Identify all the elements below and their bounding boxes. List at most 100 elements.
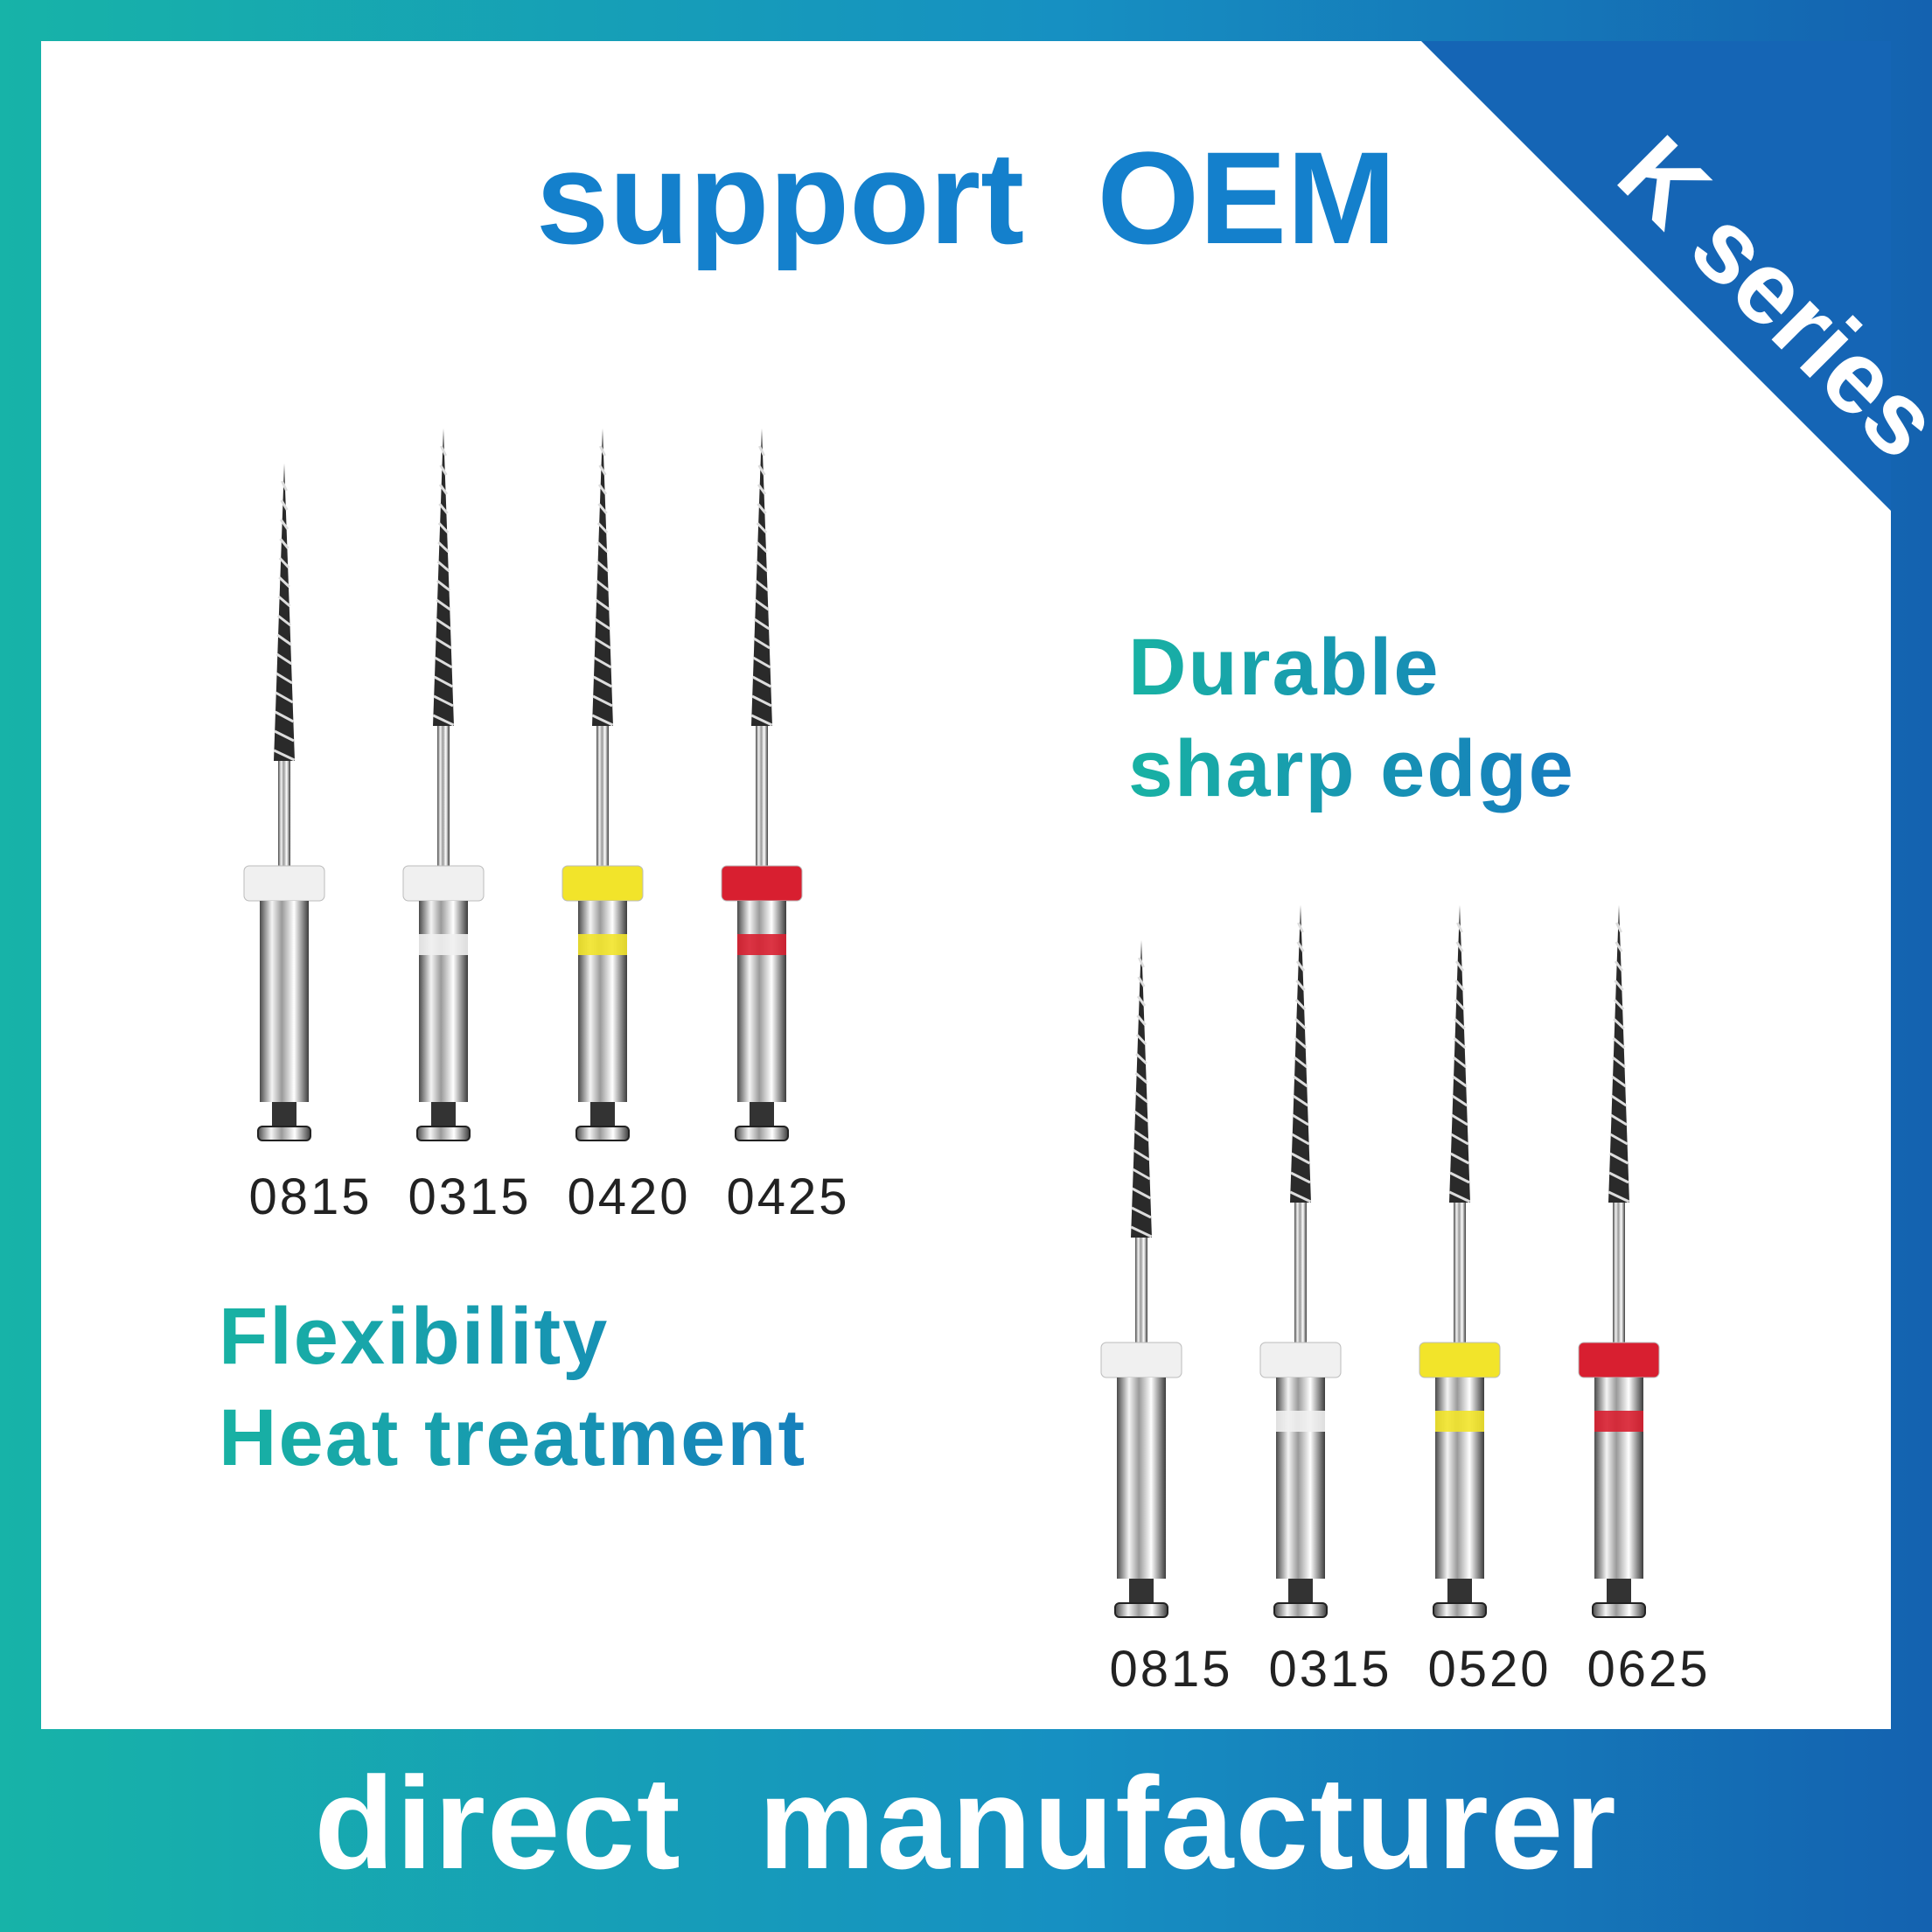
file-flute: [273, 749, 296, 762]
file-flute: [594, 637, 611, 650]
file-latch: [1607, 1579, 1631, 1603]
file-flute: [1608, 1171, 1629, 1184]
file-flute: [440, 445, 447, 457]
file-flute: [279, 538, 289, 549]
file-flute: [1295, 980, 1306, 991]
file-flute: [1608, 1152, 1629, 1165]
file-flute: [597, 503, 608, 514]
file-flute: [1297, 922, 1304, 933]
file-flute: [1289, 1190, 1312, 1203]
file-flute: [1295, 960, 1306, 972]
endo-file: [243, 464, 325, 1141]
file-flute: [435, 617, 452, 631]
endo-file: [402, 429, 485, 1141]
file-handle: [737, 901, 786, 1102]
file-flute: [1613, 998, 1625, 1011]
model-label: 0815: [248, 1168, 373, 1225]
color-ring: [243, 865, 325, 902]
file-flute: [1609, 1133, 1629, 1146]
file-flute: [1453, 1036, 1467, 1050]
endo-file: [1100, 940, 1182, 1618]
feature-line: Durable: [1128, 623, 1440, 712]
file-flute: [1131, 1187, 1152, 1200]
file-flute: [1133, 1148, 1150, 1161]
color-ring: [561, 865, 644, 902]
file-flute: [437, 521, 450, 534]
file-flute: [756, 521, 768, 534]
file-flute: [1615, 922, 1622, 933]
file-flute: [1610, 1094, 1628, 1107]
file-neck: [1294, 1203, 1307, 1343]
file-cap: [257, 1126, 311, 1141]
file-flute: [1455, 941, 1464, 952]
file-flute: [595, 598, 610, 611]
file-latch: [1129, 1579, 1154, 1603]
file-flute: [278, 575, 290, 589]
model-label: 0315: [1268, 1641, 1392, 1698]
file-flute: [1133, 1110, 1149, 1123]
model-label: 0815: [1109, 1641, 1233, 1698]
model-numbers-top: 0815 0315 0420 0425: [231, 1168, 868, 1226]
file-latch: [431, 1102, 456, 1126]
file-flute: [276, 633, 292, 646]
file-flute: [1451, 1094, 1468, 1107]
file-flute: [1610, 1113, 1628, 1126]
file-cap: [1114, 1602, 1168, 1618]
file-flute: [436, 579, 451, 592]
file-flute: [596, 521, 609, 534]
file-flute: [757, 464, 766, 476]
color-ring: [402, 865, 485, 902]
file-flute: [1454, 1017, 1466, 1030]
file-flute: [1449, 1171, 1470, 1184]
file-latch: [750, 1102, 774, 1126]
file-flute: [1613, 1017, 1625, 1030]
file-flute: [1292, 1094, 1309, 1107]
file-flute: [756, 541, 768, 554]
file-cap: [575, 1126, 630, 1141]
file-flute: [1456, 922, 1463, 933]
file-flute: [591, 714, 614, 727]
endo-files-bottom: [1100, 905, 1660, 1618]
color-band: [1594, 1411, 1643, 1432]
file-flute: [276, 652, 293, 666]
file-flute: [435, 637, 452, 650]
file-flute: [1294, 1036, 1308, 1050]
color-band: [1276, 1411, 1325, 1432]
color-band: [1435, 1411, 1484, 1432]
model-label: 0315: [408, 1168, 532, 1225]
file-flute: [433, 675, 454, 688]
file-flute: [280, 499, 289, 511]
file-flute: [1452, 1056, 1468, 1069]
model-label: 0425: [726, 1168, 850, 1225]
file-flute: [594, 617, 611, 631]
model-label: 0420: [567, 1168, 691, 1225]
file-flute: [1454, 980, 1465, 991]
file-flute: [279, 519, 289, 530]
file-flute: [1290, 1171, 1311, 1184]
file-cap: [1433, 1602, 1487, 1618]
file-flute: [751, 694, 772, 708]
color-ring: [721, 865, 803, 902]
file-flute: [592, 694, 613, 708]
endo-file: [721, 429, 803, 1141]
file-flute: [752, 656, 771, 669]
file-flute: [1137, 976, 1146, 987]
file-flute: [1608, 1190, 1630, 1203]
file-flute: [1131, 1206, 1152, 1219]
model-numbers-bottom: 0815 0315 0520 0625: [1092, 1640, 1728, 1698]
file-flute: [275, 691, 294, 704]
file-flute: [278, 556, 290, 569]
file-flute: [1136, 1015, 1147, 1026]
feature-durable: Durable sharp edge: [1128, 617, 1653, 820]
model-label: 0520: [1427, 1641, 1552, 1698]
file-flute: [1133, 1129, 1150, 1142]
file-flute: [438, 484, 449, 495]
file-cap: [416, 1126, 471, 1141]
color-band: [578, 934, 627, 955]
file-cap: [1273, 1602, 1328, 1618]
file-flute: [1135, 1033, 1147, 1046]
file-flute: [281, 480, 288, 492]
file-flute: [595, 579, 610, 592]
file-flute: [1612, 1036, 1626, 1050]
file-flute: [1292, 1113, 1309, 1126]
